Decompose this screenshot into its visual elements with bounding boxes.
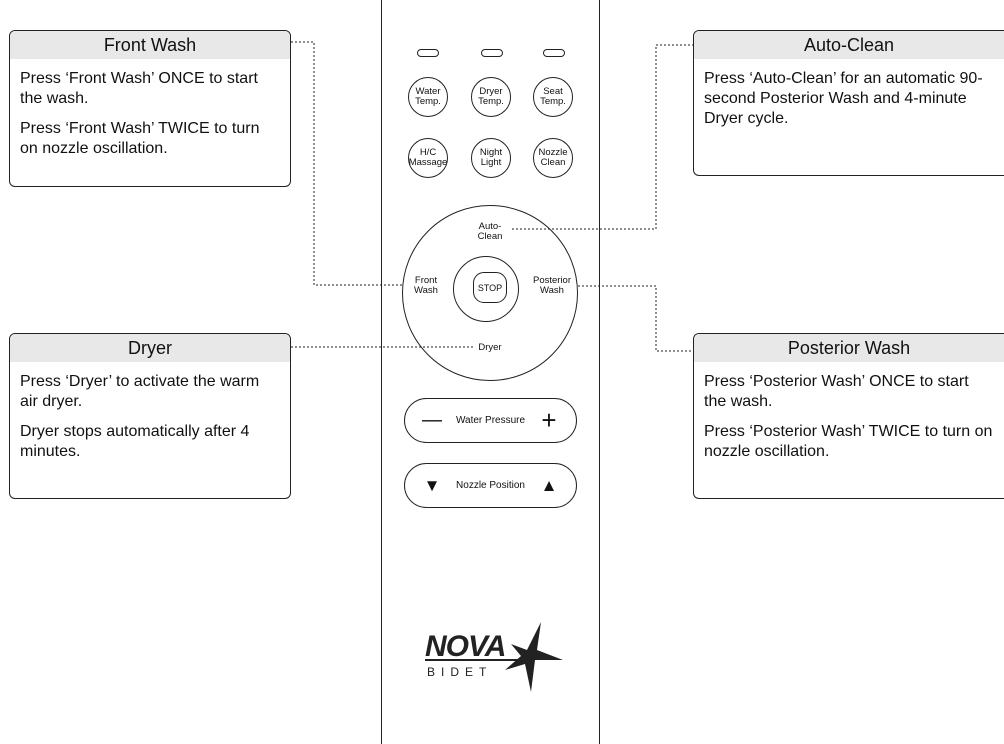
- led-indicator-dryer: [481, 49, 503, 57]
- nozzle-position-control: ▼ Nozzle Position ▲: [404, 463, 577, 508]
- nozzle-clean-button[interactable]: Nozzle Clean: [533, 138, 573, 178]
- connector-auto-clean: [512, 44, 693, 230]
- logo-brand: NOVA: [425, 630, 505, 663]
- night-light-button[interactable]: Night Light: [471, 138, 511, 178]
- front-wash-title: Front Wash: [10, 31, 290, 59]
- stop-ring: [453, 256, 519, 322]
- pressure-minus-button[interactable]: —: [417, 399, 447, 442]
- seat-temp-button[interactable]: Seat Temp.: [533, 77, 573, 117]
- nozzle-clean-label: Nozzle Clean: [538, 147, 568, 168]
- front-wash-button[interactable]: Front Wash: [414, 275, 438, 296]
- star-icon: [505, 622, 563, 692]
- water-pressure-label: Water Pressure: [455, 415, 526, 426]
- posterior-wash-callout: Posterior Wash Press ‘Posterior Wash’ ON…: [693, 333, 1004, 499]
- dryer-button[interactable]: Dryer: [478, 342, 502, 353]
- water-temp-label: Water Temp.: [415, 86, 441, 107]
- front-wash-line-1: Press ‘Front Wash’ ONCE to start the was…: [20, 70, 258, 107]
- front-wash-line-2: Press ‘Front Wash’ TWICE to turn on nozz…: [20, 120, 260, 157]
- dryer-callout: Dryer Press ‘Dryer’ to activate the warm…: [9, 333, 291, 499]
- posterior-wash-button[interactable]: Posterior Wash: [532, 275, 571, 296]
- dryer-temp-button[interactable]: Dryer Temp.: [471, 77, 511, 117]
- night-light-label: Night Light: [479, 147, 503, 168]
- stop-button[interactable]: STOP: [473, 272, 507, 303]
- led-indicator-seat: [543, 49, 565, 57]
- posterior-wash-line-1: Press ‘Posterior Wash’ ONCE to start the…: [704, 373, 969, 410]
- water-temp-button[interactable]: Water Temp.: [408, 77, 448, 117]
- auto-clean-callout: Auto-Clean Press ‘Auto-Clean’ for an aut…: [693, 30, 1004, 176]
- dryer-line-2: Dryer stops automatically after 4 minute…: [20, 423, 250, 460]
- hc-massage-button[interactable]: H/C Massage: [408, 138, 448, 178]
- nozzle-up-button[interactable]: ▲: [534, 464, 564, 507]
- posterior-wash-line-2: Press ‘Posterior Wash’ TWICE to turn on …: [704, 423, 993, 460]
- auto-clean-title: Auto-Clean: [694, 31, 1004, 59]
- posterior-wash-title: Posterior Wash: [694, 334, 1004, 362]
- connector-posterior-wash: [578, 285, 693, 352]
- auto-clean-line-1: Press ‘Auto-Clean’ for an automatic 90-s…: [704, 70, 983, 127]
- auto-clean-button[interactable]: Auto- Clean: [477, 221, 503, 242]
- nozzle-down-button[interactable]: ▼: [417, 464, 447, 507]
- led-indicator-water: [417, 49, 439, 57]
- remote-body: [381, 0, 600, 744]
- minus-icon: —: [422, 409, 442, 431]
- plus-icon: +: [541, 405, 557, 435]
- logo-sub: BIDET: [427, 665, 492, 679]
- stop-label: STOP: [477, 282, 503, 293]
- dryer-title: Dryer: [10, 334, 290, 362]
- connector-front-wash: [291, 41, 404, 286]
- dryer-temp-label: Dryer Temp.: [478, 86, 504, 107]
- nozzle-position-label: Nozzle Position: [456, 480, 525, 491]
- triangle-down-icon: ▼: [423, 475, 441, 495]
- pressure-plus-button[interactable]: +: [534, 399, 564, 442]
- nova-bidet-logo: NOVA BIDET: [425, 622, 563, 692]
- front-wash-callout: Front Wash Press ‘Front Wash’ ONCE to st…: [9, 30, 291, 187]
- seat-temp-label: Seat Temp.: [540, 86, 566, 107]
- triangle-up-icon: ▲: [540, 475, 558, 495]
- control-wheel: [402, 205, 578, 381]
- water-pressure-control: — Water Pressure +: [404, 398, 577, 443]
- hc-massage-label: H/C Massage: [408, 147, 448, 168]
- dryer-line-1: Press ‘Dryer’ to activate the warm air d…: [20, 373, 260, 410]
